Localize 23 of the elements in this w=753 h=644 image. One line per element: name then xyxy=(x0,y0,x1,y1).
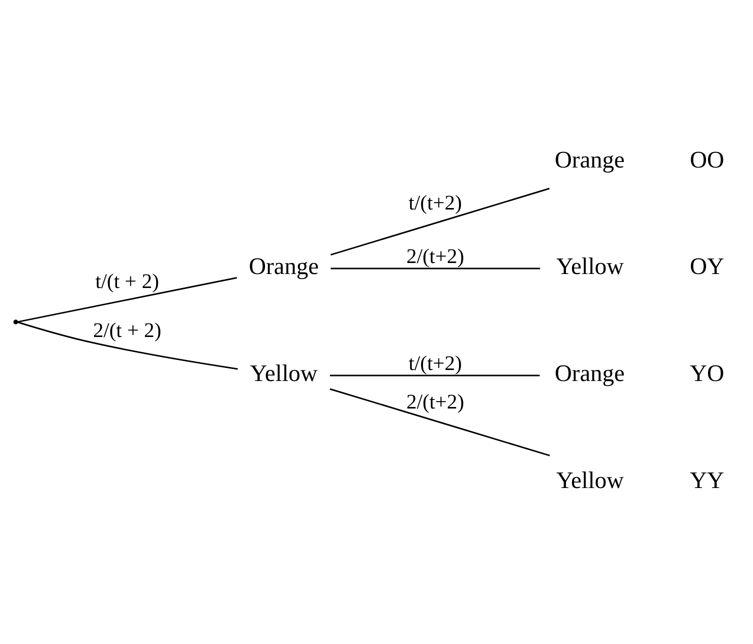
edge-label: 2/(t + 2) xyxy=(93,319,162,342)
node-label: OY xyxy=(690,254,724,280)
node-text: Yellow xyxy=(250,361,318,388)
node-label: YO xyxy=(690,361,724,388)
node-point xyxy=(13,320,18,324)
connector xyxy=(17,277,237,323)
edge-label: t/(t+2) xyxy=(408,352,462,375)
edge-label: t/(t+2) xyxy=(408,191,462,214)
edge-label: 2/(t+2) xyxy=(406,244,464,268)
node-text: Orange xyxy=(554,147,625,174)
connector xyxy=(17,321,238,370)
edge-label: 2/(t+2) xyxy=(406,390,464,414)
connector xyxy=(330,374,540,376)
node-text: Orange xyxy=(248,254,319,280)
connector xyxy=(330,188,550,256)
connector xyxy=(330,268,540,270)
connector xyxy=(330,388,550,456)
node-label: OO xyxy=(690,147,724,174)
node-label: YY xyxy=(690,468,724,494)
node-text: Orange xyxy=(554,361,625,388)
node-text: Yellow xyxy=(556,254,624,280)
node-text: Yellow xyxy=(556,468,624,494)
edge-label: t/(t + 2) xyxy=(95,270,160,294)
